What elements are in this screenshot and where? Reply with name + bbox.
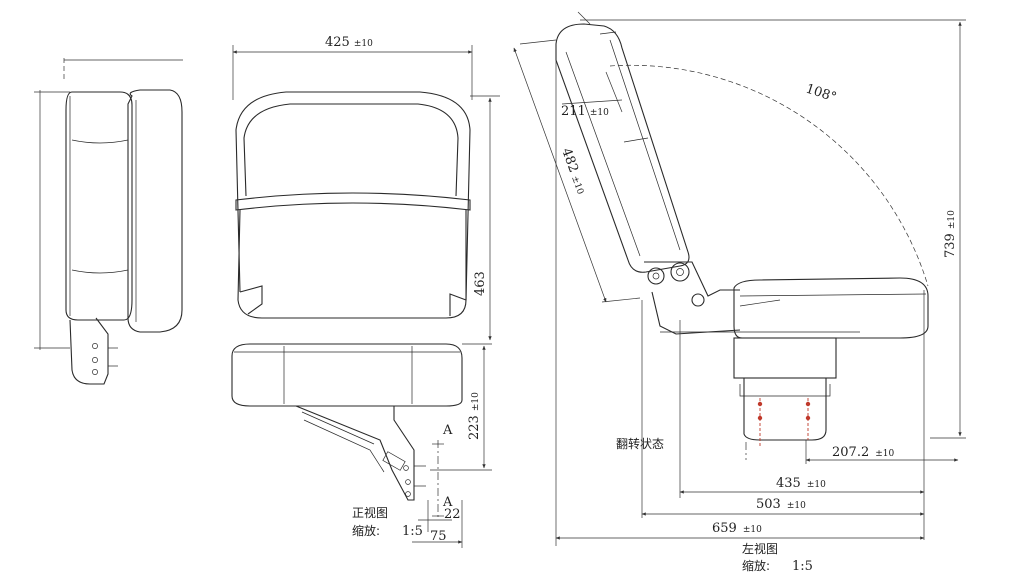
angle-label: 108° xyxy=(804,82,838,106)
front-width-label: 425±10 xyxy=(325,35,373,50)
side-scale-label: 缩放: xyxy=(742,558,770,573)
front-height-label: 463 xyxy=(473,271,488,296)
front-view-caption: 正视图 xyxy=(352,505,388,520)
top-dim-label: 211±10 xyxy=(561,104,609,119)
back-dim-label: 482±10 xyxy=(558,146,589,196)
section-mark-bottom: A xyxy=(442,495,453,510)
height-dim-label: 739±10 xyxy=(943,210,958,258)
dim-435-label: 435±10 xyxy=(776,476,826,491)
dim-503-label: 503±10 xyxy=(756,497,806,512)
edge-view xyxy=(34,58,183,385)
front-seat-height-label: 223±10 xyxy=(467,392,482,440)
bracket-dim-label: 22 xyxy=(444,507,461,522)
side-scale-value: 1:5 xyxy=(792,559,813,574)
side-view-caption: 左视图 xyxy=(742,541,778,556)
front-view: 425±10 463 223±10 xyxy=(231,35,500,548)
front-scale-value: 1:5 xyxy=(402,524,423,539)
flip-state-label: 翻转状态 xyxy=(616,436,664,451)
section-mark-top: A xyxy=(442,423,453,438)
front-scale-label: 缩放: xyxy=(352,523,380,538)
bracket-width-label: 75 xyxy=(430,529,447,544)
dim-207-label: 207.2±10 xyxy=(832,445,894,460)
side-view: 108° 211±10 482±10 xyxy=(513,11,966,574)
dim-659-label: 659±10 xyxy=(712,521,762,536)
